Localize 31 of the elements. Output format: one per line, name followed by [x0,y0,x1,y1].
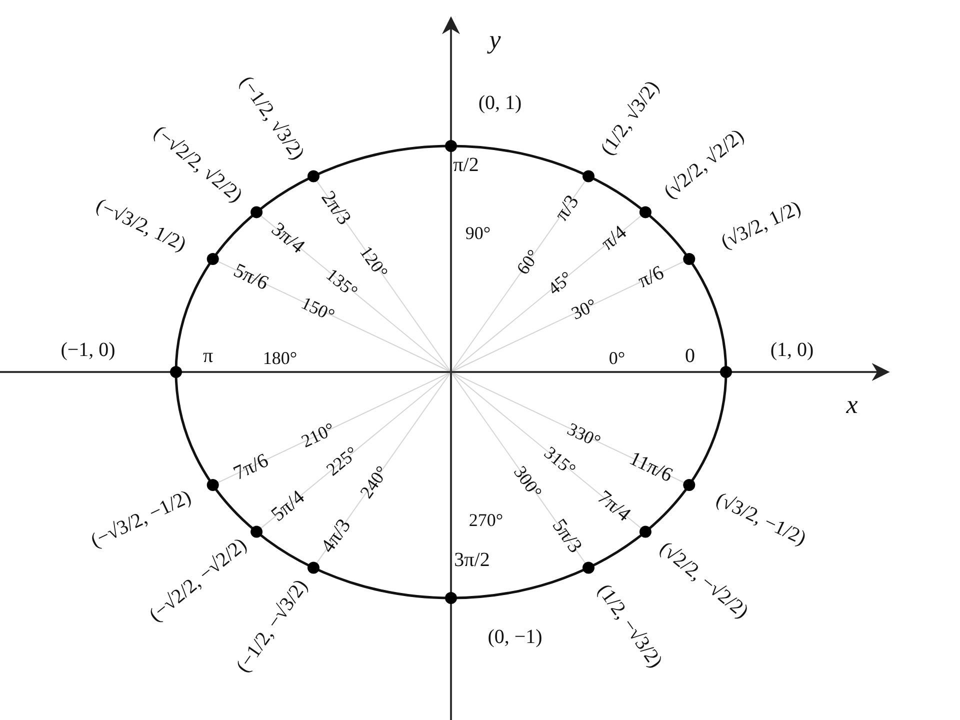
degree-label: 270° [468,511,504,529]
coordinate-label: (−1, 0) [60,340,116,360]
degree-label: 90° [465,224,491,242]
radian-label: 2π/3 [317,187,354,228]
coordinate-label: (0, 1) [478,93,522,113]
axis-label: x [846,392,858,418]
radian-label: 4π/3 [317,516,354,557]
coordinate-label: (1, 0) [770,340,814,360]
radian-label: 7π/4 [594,487,634,526]
radian-label: 7π/6 [230,450,272,484]
coordinate-label: (√3/2, −1/2) [712,489,809,549]
radian-label: 11π/6 [626,448,676,486]
radian-label: π/4 [598,222,631,254]
coordinate-label: (√3/2, 1/2) [718,198,804,252]
degree-label: 0° [608,349,626,367]
radian-label: π/2 [453,155,479,175]
degree-label: 30° [569,295,600,322]
axis-label: y [489,27,501,53]
radian-label: 0 [685,346,695,366]
degree-label: 180° [262,349,298,367]
radian-label: π [202,346,214,366]
degree-label: 60° [513,246,543,278]
radian-label: 5π/6 [230,260,272,294]
coordinate-label: (0, −1) [488,627,542,647]
degree-label: 45° [544,268,576,298]
radian-label: 3π/2 [454,550,490,570]
radian-label: π/3 [550,191,582,224]
radian-label: 5π/4 [268,487,308,526]
radian-label: 5π/3 [548,516,585,557]
radian-label: π/6 [635,262,667,292]
radian-label: 3π/4 [268,218,308,257]
